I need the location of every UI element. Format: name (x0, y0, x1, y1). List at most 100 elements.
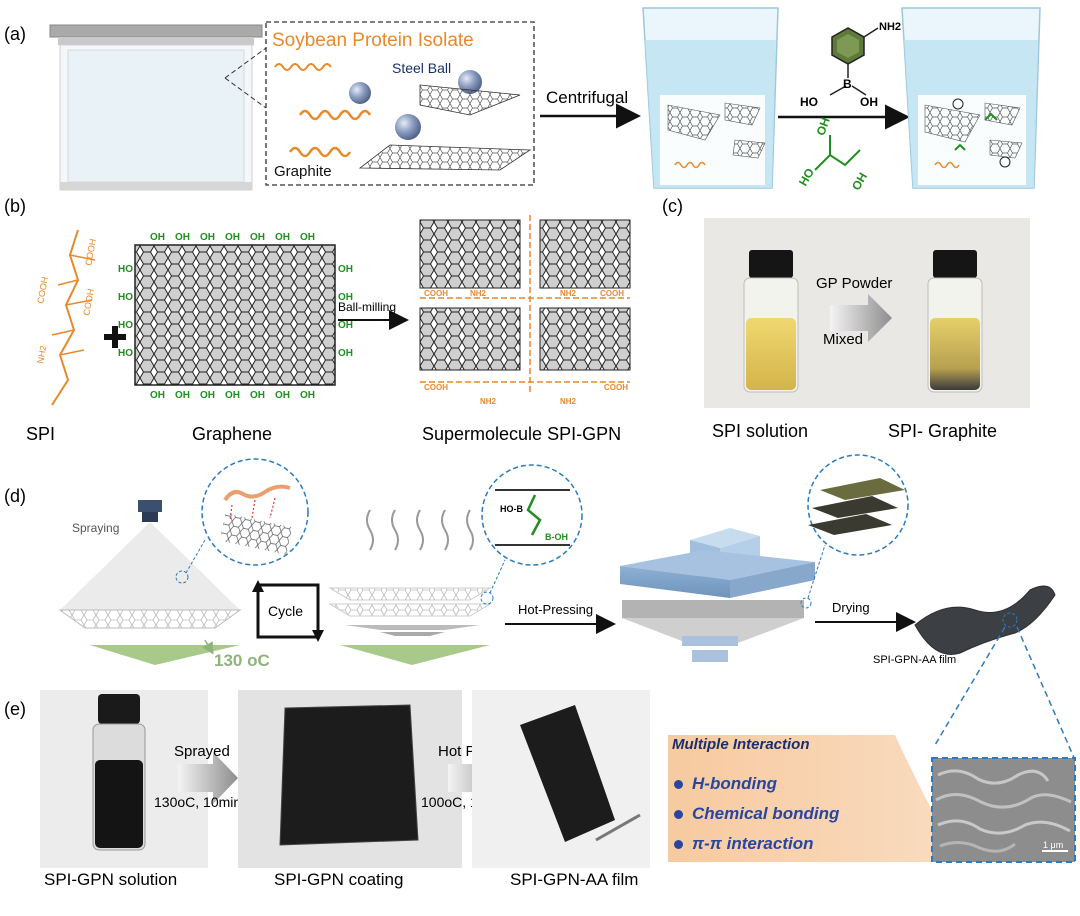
spi-gpn-aa-film (914, 585, 1056, 655)
nh2-label: NH2 (879, 21, 901, 33)
protein-chain-2 (298, 109, 372, 121)
steel-ball-3 (395, 114, 421, 140)
vial-spi-solution (743, 250, 799, 393)
spi-graphite-label: SPI- Graphite (888, 421, 997, 441)
svg-text:OH: OH (300, 232, 315, 243)
spi-solution-label: SPI solution (712, 421, 808, 441)
boron-label: B (843, 77, 852, 91)
temperature-label: 130 oC (214, 651, 270, 670)
ball-milling-label: Ball-milling (338, 300, 396, 314)
svg-text:HO: HO (118, 264, 133, 275)
panel-c-label: (c) (662, 196, 683, 216)
hot-press (620, 528, 815, 662)
svg-text:COOH: COOH (600, 289, 624, 298)
steel-ball-1 (349, 82, 371, 104)
interaction-item-pi-pi: π-π interaction (674, 834, 814, 854)
cycle-indicator: Cycle (252, 580, 324, 642)
sprayed-condition: 130oC, 10min (154, 794, 241, 810)
protein-chain-3 (288, 146, 352, 158)
svg-text:COOH: COOH (424, 383, 448, 392)
panel-a: (a) Soybean Protein Isolate Steel Ball G… (4, 7, 1041, 193)
glycerol-structure: OH HO OH (796, 116, 870, 193)
panel-a-label: (a) (4, 24, 26, 44)
spray-cone (60, 522, 240, 610)
svg-text:OH: OH (338, 320, 353, 331)
gp-powder-label: GP Powder (816, 275, 892, 292)
panel-e-label: (e) (4, 699, 26, 719)
milling-jar (49, 24, 263, 191)
interaction-callout (668, 735, 960, 862)
steel-ball-2 (458, 70, 482, 94)
svg-text:OH: OH (300, 390, 315, 401)
graphite-sheet-1 (419, 84, 521, 116)
svg-text:OH: OH (225, 232, 240, 243)
spi-chain: COOH COOH COOH NH2 (35, 229, 98, 406)
svg-text:OH: OH (150, 232, 165, 243)
svg-text:NH2: NH2 (560, 289, 577, 298)
panel-d: (d) Spraying 130 oC Cycle (4, 454, 1076, 761)
svg-text:OH: OH (175, 390, 190, 401)
beaker-2 (901, 7, 1041, 189)
svg-text:OH: OH (813, 116, 832, 138)
hot-pressing-label: Hot-Pressing (518, 602, 593, 617)
mix-arrow (830, 294, 892, 342)
spi-gpn-solution-label: SPI-GPN solution (44, 870, 177, 889)
graphene-label: Graphene (192, 424, 272, 444)
svg-text:COOH: COOH (35, 276, 50, 304)
centrifugal-label: Centrifugal (546, 88, 628, 107)
svg-text:HO: HO (118, 320, 133, 331)
spi-label-b: SPI (26, 424, 55, 444)
svg-text:OH: OH (275, 390, 290, 401)
boronic-acid-structure: NH2 B HO OH (800, 21, 901, 109)
film-label-d: SPI-GPN-AA film (873, 654, 956, 666)
protein-chain-1 (274, 63, 332, 71)
interaction-title: Multiple Interaction (672, 736, 810, 753)
panel-d-label: (d) (4, 486, 26, 506)
svg-text:OH: OH (200, 232, 215, 243)
svg-text:OH: OH (200, 390, 215, 401)
svg-text:HO: HO (118, 292, 133, 303)
spi-gpn-coating-label: SPI-GPN coating (274, 870, 403, 889)
zoom-box: Soybean Protein Isolate Steel Ball Graph… (224, 21, 535, 186)
sem-image (931, 757, 1076, 863)
svg-text:COOH: COOH (604, 383, 628, 392)
svg-text:HO: HO (118, 348, 133, 359)
ho-label: HO (800, 95, 818, 109)
spi-gpn-aa-film-label: SPI-GPN-AA film (510, 870, 638, 889)
svg-text:NH2: NH2 (35, 345, 48, 364)
spi-label-a: Soybean Protein Isolate (272, 30, 474, 51)
panel-c: (c) GP Powder Mixed SPI solution SPI- Gr… (662, 196, 1030, 441)
svg-text:B-OH: B-OH (545, 532, 568, 542)
panel-e: (e) SPI-GPN solution Sprayed 130oC, 10mi… (4, 690, 1076, 889)
interaction-item-chemical-bonding: Chemical bonding (674, 804, 839, 824)
sprayed-label: Sprayed (174, 743, 230, 760)
spray-nozzle (138, 500, 162, 512)
svg-text:OH: OH (250, 390, 265, 401)
panel-b: (b) COOH COOH COOH NH2 SPI OH OH OH OH OH OH… (4, 196, 631, 444)
svg-text:OH: OH (250, 232, 265, 243)
svg-text:OH: OH (338, 292, 353, 303)
evaporation-layers (328, 509, 492, 665)
scale-label: 1 μm (1043, 840, 1063, 850)
svg-text:COOH: COOH (81, 288, 96, 316)
multiple-interaction-panel: Multiple Interaction H-bonding Chemical … (660, 728, 940, 888)
svg-text:OH: OH (225, 390, 240, 401)
sprayed-arrow (178, 752, 238, 804)
hbond-zoom-circle (201, 458, 309, 566)
svg-text:OH: OH (849, 170, 870, 193)
graphite-sheet-2 (358, 144, 532, 171)
interaction-item-h-bonding: H-bonding (674, 774, 777, 794)
panel-b-label: (b) (4, 196, 26, 216)
mixed-label: Mixed (823, 331, 863, 348)
svg-text:NH2: NH2 (480, 397, 497, 406)
supermolecule-label: Supermolecule SPI-GPN (422, 424, 621, 444)
svg-text:OH: OH (175, 232, 190, 243)
spraying-label: Spraying (72, 521, 119, 535)
svg-text:NH2: NH2 (470, 289, 487, 298)
chemical-bond-zoom-circle (481, 464, 583, 566)
graphite-label: Graphite (274, 163, 332, 180)
svg-text:OH: OH (275, 232, 290, 243)
svg-text:OH: OH (338, 348, 353, 359)
